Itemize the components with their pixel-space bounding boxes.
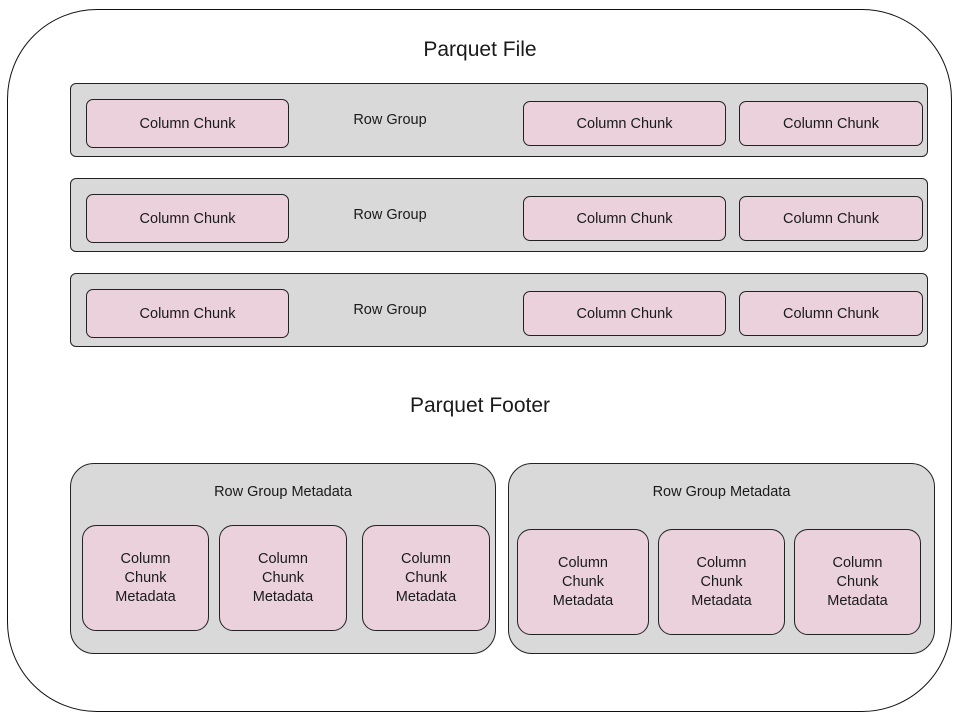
column-chunk: Column Chunk [86,99,289,148]
column-chunk: Column Chunk [86,289,289,338]
row-group-label: Row Group [353,302,427,318]
column-chunk: Column Chunk [523,291,726,336]
column-chunk-metadata: Column Chunk Metadata [362,525,490,631]
column-chunk-metadata: Column Chunk Metadata [658,529,785,635]
row-group-label: Row Group [353,207,427,223]
column-chunk: Column Chunk [523,196,726,241]
column-chunk: Column Chunk [739,196,923,241]
row-group-metadata-title: Row Group Metadata [652,484,791,500]
column-chunk: Column Chunk [739,291,923,336]
column-chunk: Column Chunk [739,101,923,146]
column-chunk: Column Chunk [86,194,289,243]
parquet-footer-title: Parquet Footer [409,394,551,417]
column-chunk-metadata: Column Chunk Metadata [219,525,347,631]
row-group-metadata-title: Row Group Metadata [214,484,352,500]
column-chunk-metadata: Column Chunk Metadata [82,525,209,631]
column-chunk: Column Chunk [523,101,726,146]
row-group-label: Row Group [353,112,427,128]
column-chunk-metadata: Column Chunk Metadata [794,529,921,635]
column-chunk-metadata: Column Chunk Metadata [517,529,649,635]
parquet-file-title: Parquet File [423,38,537,61]
